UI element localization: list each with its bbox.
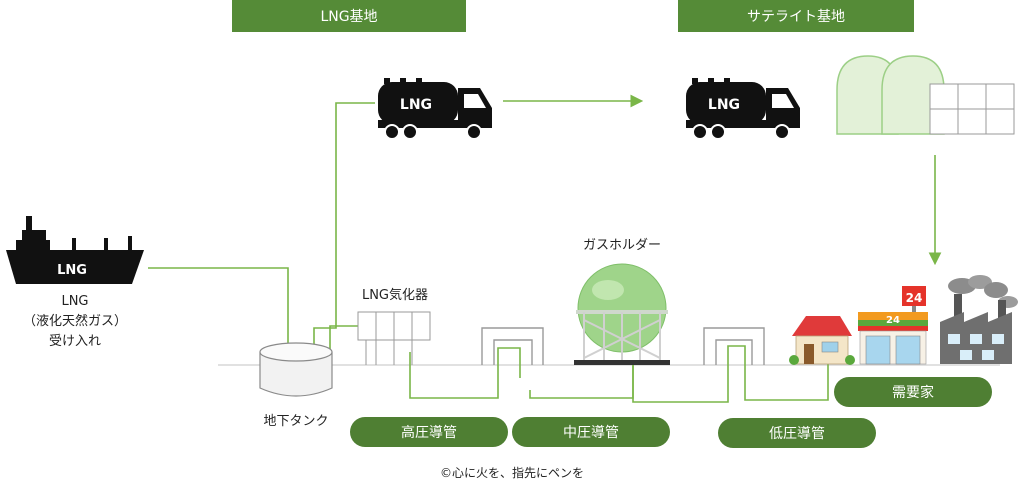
convenience-store-icon: 24 24: [858, 286, 928, 365]
ship-to-tank-line: [148, 267, 289, 378]
lng-receiving-label: LNG （液化天然ガス） 受け入れ: [20, 292, 130, 352]
factory-icon: [940, 275, 1018, 364]
lng-receiving-line2: （液化天然ガス）: [22, 314, 127, 329]
lng-receiving-line1: LNG: [61, 294, 89, 309]
underground-tank-label: 地下タンク: [263, 414, 329, 429]
consumers-pill: 需要家: [834, 377, 992, 407]
high-pressure-line: [409, 347, 521, 399]
lng-receiving-line3: 受け入れ: [48, 334, 101, 349]
credit-text: ©心に火を、指先にペンを: [439, 466, 584, 480]
low-pressure-pipe-pill: 低圧導管: [718, 418, 876, 448]
low-pressure-line: [632, 345, 829, 403]
store-sign: 24: [886, 315, 900, 326]
truck1-lng-mark: LNG: [400, 97, 432, 113]
satellite-truck-icon: LNG: [686, 78, 800, 140]
high-pressure-pipe-pill: 高圧導管: [350, 417, 508, 447]
gas-holder-icon: [574, 263, 670, 365]
gas-holder-label: ガスホルダー: [582, 238, 661, 253]
medium-pressure-pipe-pill: 中圧導管: [512, 417, 670, 447]
truck2-lng-mark: LNG: [708, 97, 740, 113]
house-icon: [789, 316, 855, 365]
lng-ship-icon: LNG: [6, 216, 144, 284]
lng-base-banner: LNG基地: [232, 0, 466, 32]
underground-tank-icon: [259, 342, 333, 397]
satellite-tanks-icon: [836, 55, 1015, 135]
pipe-bends: [481, 327, 765, 365]
vaporizer-icon: [357, 311, 431, 365]
vaporizer-label: LNG気化器: [361, 288, 429, 303]
lng-truck-icon: LNG: [378, 78, 492, 140]
ship-lng-mark: LNG: [57, 263, 87, 278]
medium-pressure-line: [529, 365, 634, 399]
store-roof-sign: 24: [906, 291, 923, 305]
tank-to-vaporizer-line: [329, 325, 360, 355]
satellite-base-banner: サテライト基地: [678, 0, 914, 32]
